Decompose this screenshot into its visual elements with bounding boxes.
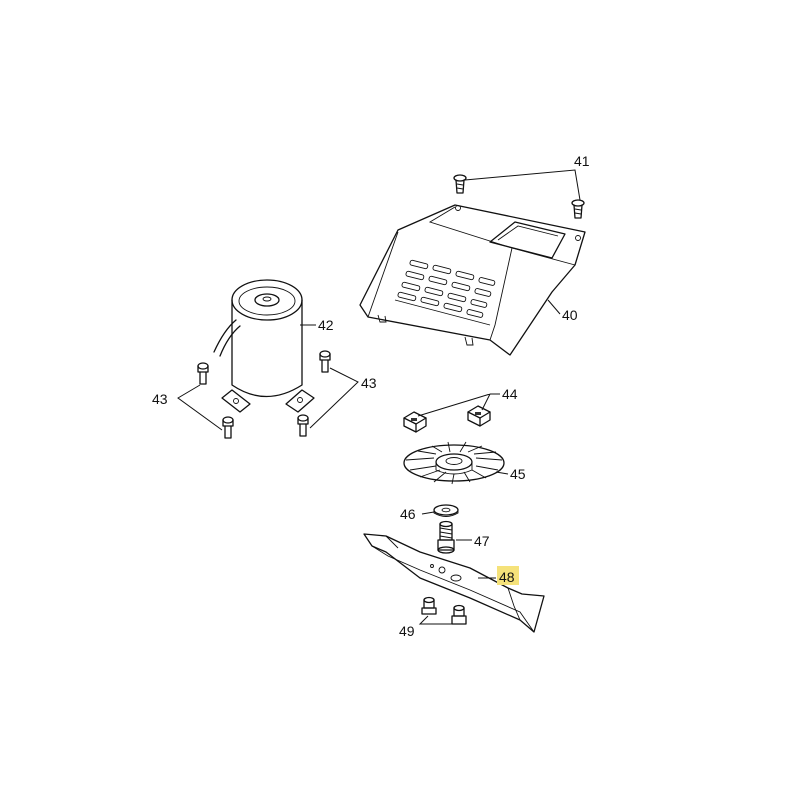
label-43-right: 43: [361, 375, 377, 391]
part-48-blade[interactable]: [363, 533, 545, 633]
bolt-43-upper-left: [197, 362, 209, 385]
part-44-clips[interactable]: [403, 405, 491, 433]
part-45-fan[interactable]: [403, 441, 505, 485]
leader-46: [421, 511, 435, 515]
label-48: 48: [499, 569, 515, 585]
leader-41: [464, 169, 581, 201]
label-42: 42: [318, 317, 334, 333]
leader-40: [547, 299, 561, 315]
clip-44-left: [403, 411, 427, 433]
leader-44: [417, 393, 500, 417]
bolt-43-lower-left: [222, 416, 234, 439]
bolt-43-upper-right: [319, 350, 331, 373]
screw-41-right: [571, 199, 585, 219]
label-40: 40: [562, 307, 578, 323]
screw-41-left: [453, 174, 467, 194]
part-41-screws[interactable]: [453, 174, 585, 219]
label-44: 44: [502, 386, 518, 402]
part-40-cover[interactable]: [359, 204, 586, 356]
part-47-bolt[interactable]: [437, 520, 455, 554]
label-49: 49: [399, 623, 415, 639]
label-48-highlight: [497, 566, 519, 585]
leader-43-right: [309, 367, 359, 429]
part-42-motor[interactable]: [213, 279, 315, 413]
part-46-washer[interactable]: [433, 504, 459, 517]
bolt-43-lower-right: [297, 414, 309, 437]
label-45: 45: [510, 466, 526, 482]
leader-49: [418, 615, 456, 625]
label-47: 47: [474, 533, 490, 549]
label-41: 41: [574, 153, 590, 169]
leader-43-left: [177, 384, 223, 431]
leader-45: [495, 471, 509, 475]
label-46: 46: [400, 506, 416, 522]
label-43-left: 43: [152, 391, 168, 407]
clip-44-right: [467, 405, 491, 427]
part-43-bolts[interactable]: [197, 350, 331, 439]
bolt-49-right: [451, 604, 467, 625]
part-49-bolts[interactable]: [421, 596, 467, 625]
bolt-49-left: [421, 596, 437, 615]
